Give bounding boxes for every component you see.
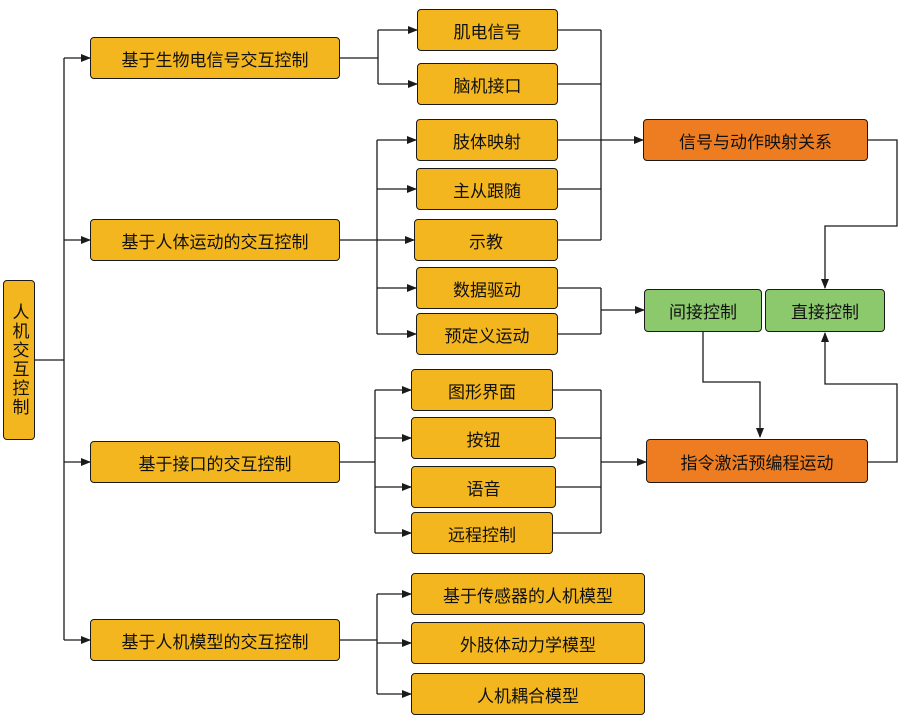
control-indirect: 间接控制 bbox=[644, 289, 762, 332]
subitem-sensor-model: 基于传感器的人机模型 bbox=[411, 573, 645, 615]
subitem-emg: 肌电信号 bbox=[417, 9, 558, 51]
mechanism-signal-mapping: 信号与动作映射关系 bbox=[643, 119, 868, 161]
subitem-bci: 脑机接口 bbox=[417, 63, 558, 105]
mechanism-command-activation: 指令激活预编程运动 bbox=[646, 439, 868, 483]
subitem-master-slave: 主从跟随 bbox=[416, 168, 558, 210]
subitem-remote-control: 远程控制 bbox=[411, 512, 553, 554]
subitem-voice: 语音 bbox=[411, 466, 556, 508]
subitem-data-driven: 数据驱动 bbox=[416, 267, 558, 309]
category-bioelectric: 基于生物电信号交互控制 bbox=[90, 37, 340, 79]
root-node: 人机交互控制 bbox=[3, 280, 35, 440]
category-interface: 基于接口的交互控制 bbox=[90, 441, 340, 483]
subitem-teaching: 示教 bbox=[414, 219, 558, 261]
subitem-limb-dynamics-model: 外肢体动力学模型 bbox=[411, 622, 645, 664]
subitem-coupling-model: 人机耦合模型 bbox=[411, 673, 645, 715]
subitem-limb-mapping: 肢体映射 bbox=[416, 119, 558, 161]
subitem-gui: 图形界面 bbox=[411, 369, 553, 411]
control-direct: 直接控制 bbox=[765, 289, 885, 332]
subitem-button: 按钮 bbox=[411, 417, 556, 459]
category-motion: 基于人体运动的交互控制 bbox=[90, 219, 340, 261]
category-human-model: 基于人机模型的交互控制 bbox=[90, 619, 340, 661]
subitem-predefined-motion: 预定义运动 bbox=[416, 313, 558, 355]
